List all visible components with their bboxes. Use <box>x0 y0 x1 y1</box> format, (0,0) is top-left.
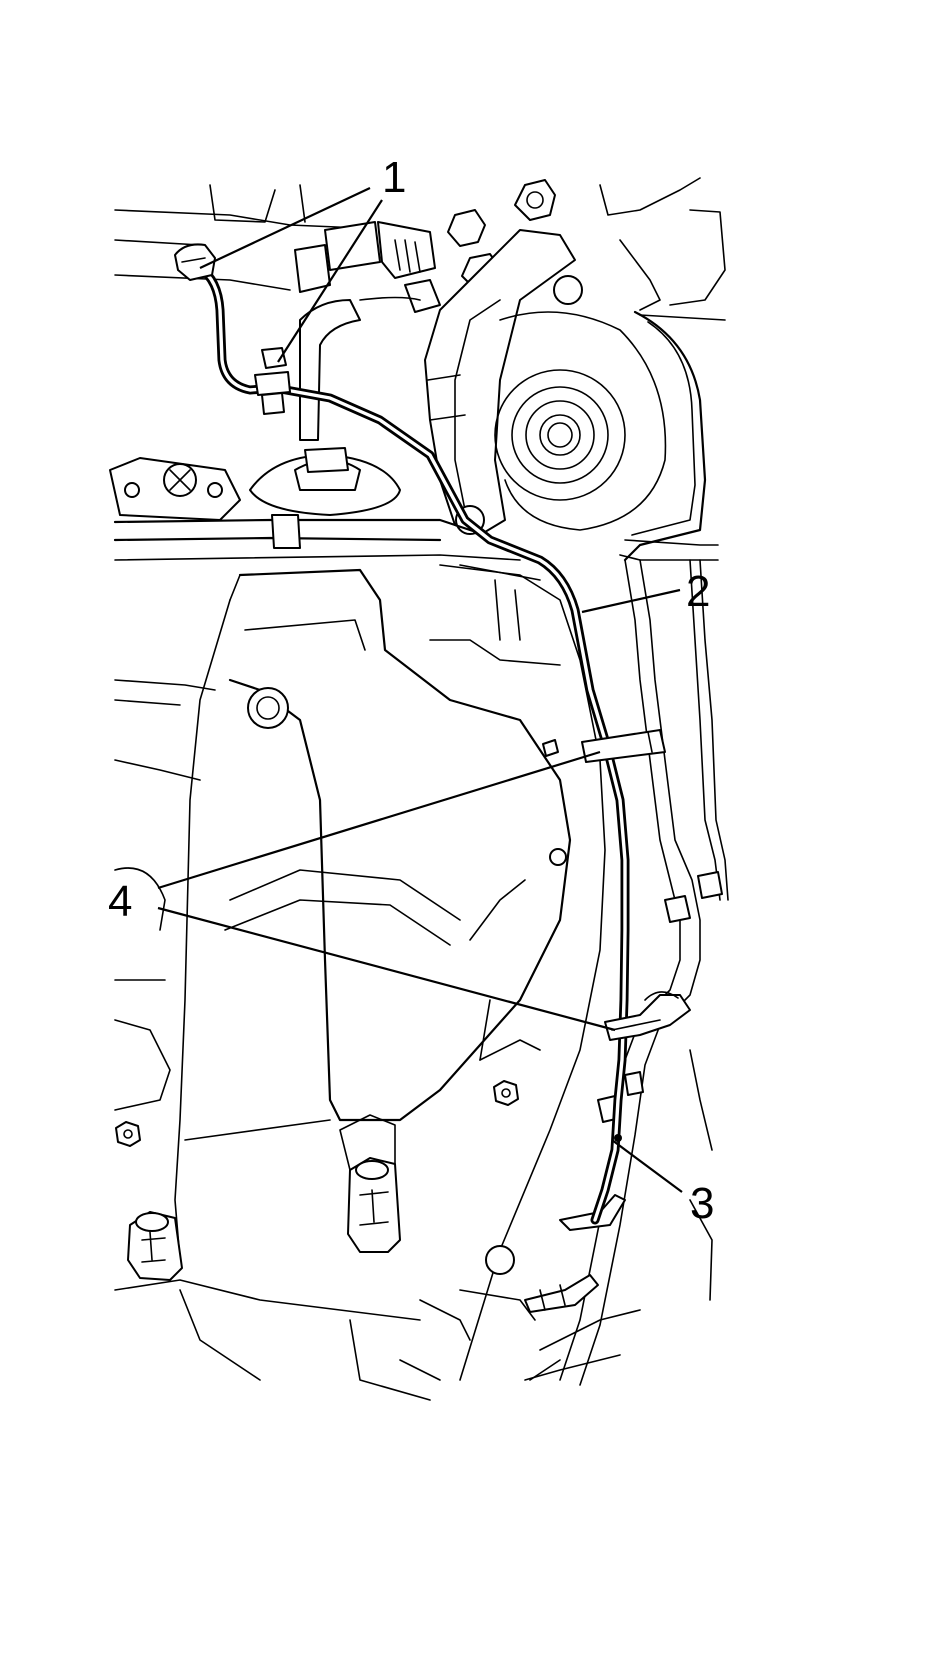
strut-tower <box>494 311 667 531</box>
nut-center <box>493 1080 519 1106</box>
harness-clip-1 <box>254 347 291 415</box>
engine-bay-upper-structure <box>109 177 726 562</box>
callout-leaders <box>157 187 683 1193</box>
mount-center-lower <box>339 1114 401 1253</box>
callout-4: 4 <box>108 877 132 926</box>
cross-member-rail <box>113 514 719 561</box>
harness-clamp-lower <box>604 991 691 1041</box>
callout-2: 2 <box>686 567 710 616</box>
harness-strap-upper <box>581 729 666 763</box>
nut-left <box>115 1121 141 1147</box>
callout-3: 3 <box>690 1179 714 1228</box>
mount-left-lower <box>127 1211 183 1281</box>
wiring-harness <box>174 243 630 1225</box>
floor-pan <box>114 564 606 1401</box>
callout-1: 1 <box>382 153 406 202</box>
leader-dot-3 <box>614 1134 622 1142</box>
callout-labels: 1 2 3 4 <box>108 153 714 1228</box>
